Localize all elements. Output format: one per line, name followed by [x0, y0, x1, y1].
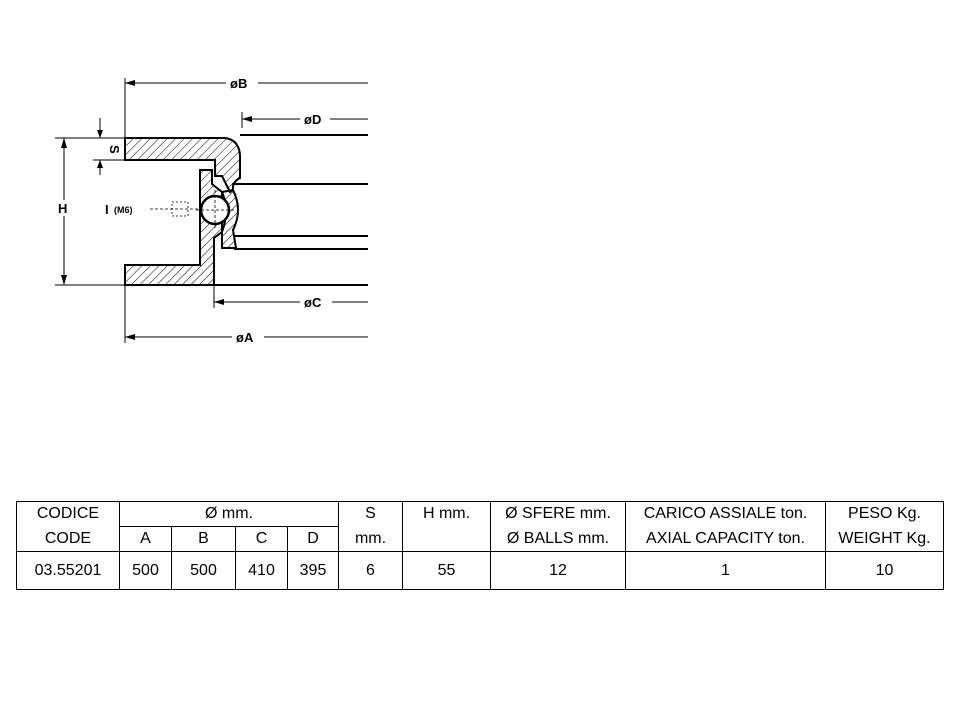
grease-hole-thread-label: (M6): [114, 205, 133, 215]
header-axial-en: AXIAL CAPACITY ton.: [625, 526, 826, 552]
header-h-blank: [402, 526, 491, 552]
cell-a: 500: [119, 551, 172, 590]
header-axial-it: CARICO ASSIALE ton.: [625, 501, 826, 527]
cell-s: 6: [338, 551, 403, 590]
cell-c: 410: [235, 551, 288, 590]
dim-label-d: øD: [304, 112, 321, 127]
header-b: B: [171, 526, 236, 552]
cell-d: 395: [287, 551, 339, 590]
header-balls-it: Ø SFERE mm.: [490, 501, 626, 527]
cell-weight: 10: [825, 551, 944, 590]
header-d: D: [287, 526, 339, 552]
header-code-it: CODICE: [16, 501, 120, 527]
cell-b: 500: [171, 551, 236, 590]
header-h: H mm.: [402, 501, 491, 527]
cell-code: 03.55201: [16, 551, 120, 590]
dim-label-h: H: [58, 201, 67, 216]
dim-label-b: øB: [230, 76, 247, 91]
header-weight-en: WEIGHT Kg.: [825, 526, 944, 552]
header-a: A: [119, 526, 172, 552]
header-s: S: [338, 501, 403, 527]
grease-hole-label: I: [105, 202, 109, 217]
header-row-2: CODE A B C D mm. Ø BALLS mm. AXIAL CAPAC…: [16, 526, 944, 552]
header-s-unit: mm.: [338, 526, 403, 552]
cell-h: 55: [402, 551, 491, 590]
outer-ring-profile: [124, 137, 242, 194]
header-diameter: Ø mm.: [119, 501, 339, 527]
cross-section-drawing: øB øD øC øA H S I (M6): [55, 76, 368, 345]
header-code-en: CODE: [16, 526, 120, 552]
dim-label-a: øA: [236, 330, 254, 345]
header-c: C: [235, 526, 288, 552]
dim-label-s: S: [107, 145, 122, 154]
spec-table: CODICE Ø mm. S H mm. Ø SFERE mm. CARICO …: [16, 501, 944, 590]
cell-axial: 1: [625, 551, 826, 590]
table-row: 03.55201 500 500 410 395 6 55 12 1 10: [16, 551, 944, 590]
header-weight-it: PESO Kg.: [825, 501, 944, 527]
header-balls-en: Ø BALLS mm.: [490, 526, 626, 552]
dim-label-c: øC: [304, 295, 322, 310]
cell-balls: 12: [490, 551, 626, 590]
header-row-1: CODICE Ø mm. S H mm. Ø SFERE mm. CARICO …: [16, 501, 944, 527]
inner-ring-profile: [124, 169, 223, 286]
